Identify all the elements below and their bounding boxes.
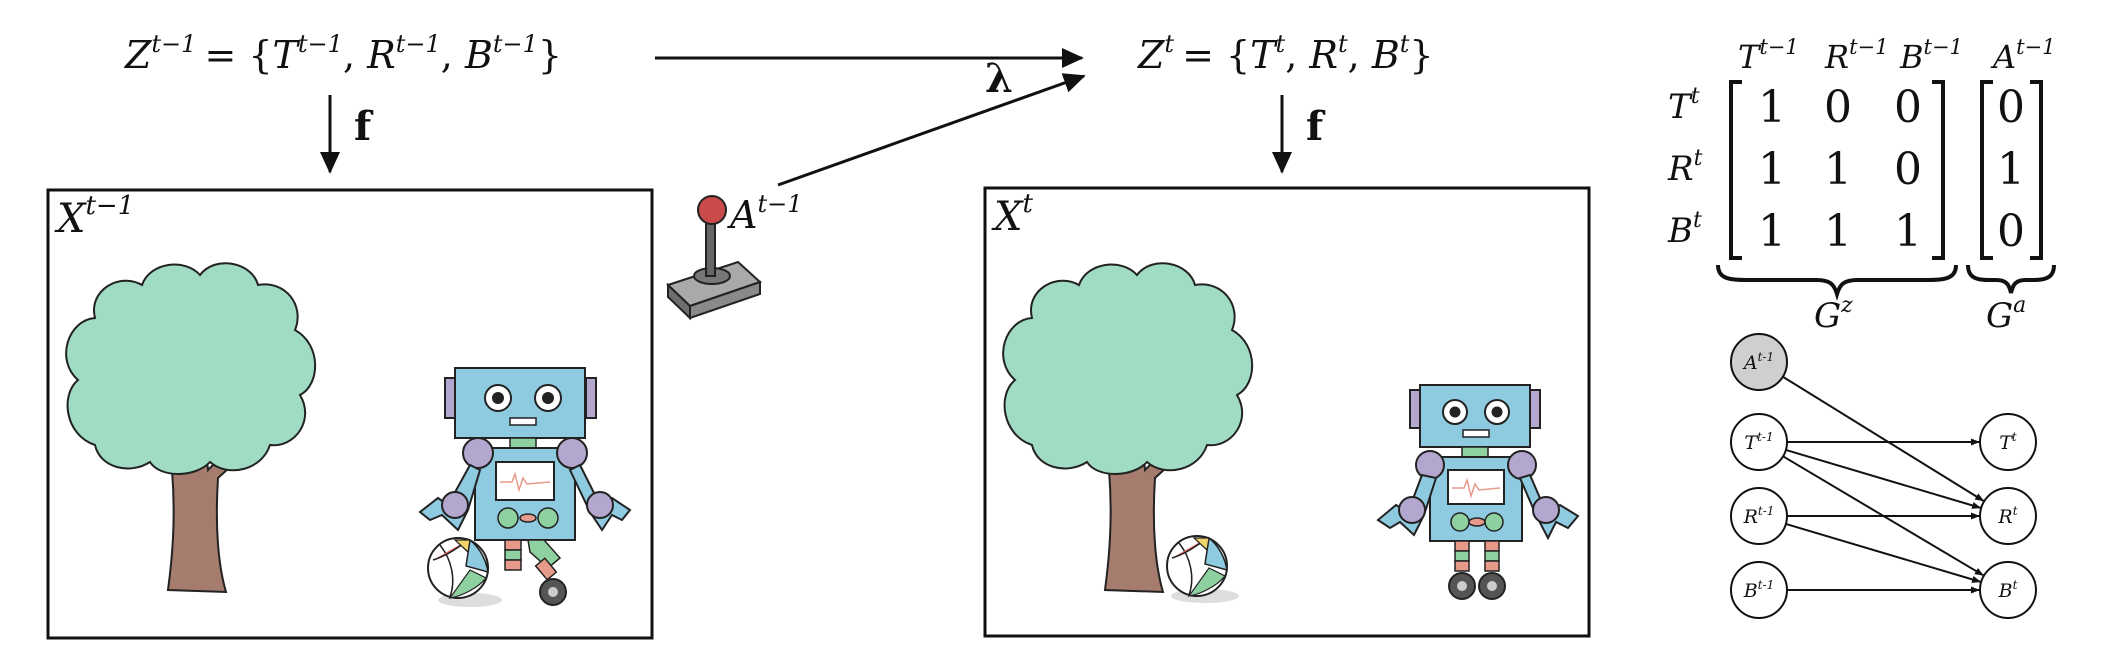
graph-node-B: Bt bbox=[1979, 561, 2037, 619]
lambda-label: λ bbox=[985, 55, 1013, 102]
row-header: Bt bbox=[1667, 208, 1702, 251]
graph-edges bbox=[1782, 375, 1985, 594]
equation-prev: Zt−1= {Tt−1, Rt−1, Bt−1} bbox=[124, 30, 562, 77]
joystick-icon bbox=[666, 195, 762, 321]
action-label: At−1 bbox=[727, 190, 802, 237]
gz-cell: 0 bbox=[1894, 144, 1922, 195]
ga-cell: 0 bbox=[1997, 206, 2025, 257]
tree-illustration bbox=[1002, 262, 1254, 594]
graph-node-label: At-1 bbox=[1742, 350, 1774, 374]
adjacency-matrix: Tt−1 Rt−1 Bt−1 At−1 Tt Rt Bt 1 0 0 1 1 0… bbox=[1667, 35, 2056, 336]
ball-illustration bbox=[1166, 535, 1239, 603]
frame-curr-label: Xt bbox=[991, 189, 1033, 240]
graph-node-label: Bt-1 bbox=[1743, 578, 1774, 602]
col-header: At−1 bbox=[1990, 35, 2056, 76]
graph-node-label: Tt bbox=[1999, 430, 2017, 454]
graph-edge-Tp-R bbox=[1785, 449, 1982, 509]
equation-curr: Zt= {Tt, Rt, Bt} bbox=[1137, 30, 1434, 77]
row-header: Rt bbox=[1667, 146, 1703, 189]
graph-edge-A-R bbox=[1782, 375, 1985, 502]
gz-bracket-left bbox=[1729, 80, 1742, 260]
gz-cell: 1 bbox=[1824, 206, 1852, 257]
gz-cell: 0 bbox=[1824, 82, 1852, 133]
f-label-left: f bbox=[354, 103, 374, 150]
graph-node-label: Bt bbox=[1998, 578, 2018, 602]
tree-illustration bbox=[65, 262, 317, 594]
frame-prev-label: Xt−1 bbox=[54, 191, 134, 242]
ga-bracket-right bbox=[2030, 80, 2043, 260]
ga-label: Ga bbox=[1986, 293, 2026, 336]
arrow-action-to-z bbox=[777, 73, 1086, 187]
gz-bracket-right bbox=[1932, 80, 1945, 260]
col-header: Tt−1 bbox=[1738, 35, 1799, 76]
graph-node-label: Tt-1 bbox=[1744, 430, 1773, 454]
gz-label: Gz bbox=[1814, 293, 1853, 336]
graph-node-label: Rt-1 bbox=[1743, 504, 1775, 528]
gz-cell: 1 bbox=[1894, 206, 1922, 257]
gz-cell: 1 bbox=[1758, 82, 1786, 133]
robot-illustration bbox=[1376, 384, 1580, 600]
col-header: Bt−1 bbox=[1899, 35, 1963, 76]
gz-cell: 1 bbox=[1824, 144, 1852, 195]
graph-node-T: Tt bbox=[1979, 413, 2037, 471]
ga-cell: 0 bbox=[1997, 82, 2025, 133]
ga-cell: 1 bbox=[1997, 144, 2025, 195]
graph-node-R: Rt bbox=[1979, 487, 2037, 545]
graph-node-Rp: Rt-1 bbox=[1730, 487, 1788, 545]
ball-illustration bbox=[427, 537, 502, 607]
ga-bracket-left bbox=[1980, 80, 1993, 260]
col-header: Rt−1 bbox=[1824, 35, 1889, 76]
graph-node-A: At-1 bbox=[1730, 333, 1788, 391]
robot-illustration bbox=[418, 367, 632, 606]
gz-cell: 1 bbox=[1758, 206, 1786, 257]
frame-prev: Xt−1 bbox=[46, 188, 654, 640]
ga-underbrace bbox=[1966, 264, 2056, 294]
frame-curr: Xt bbox=[983, 186, 1591, 638]
f-label-right: f bbox=[1306, 103, 1326, 150]
gz-cell: 0 bbox=[1894, 82, 1922, 133]
gz-underbrace bbox=[1716, 264, 1958, 301]
graph-node-label: Rt bbox=[1997, 504, 2017, 528]
gz-cell: 1 bbox=[1758, 144, 1786, 195]
graph-edge-Rp-B bbox=[1785, 523, 1982, 583]
graph-node-Bp: Bt-1 bbox=[1730, 561, 1788, 619]
graph-node-Tp: Tt-1 bbox=[1730, 413, 1788, 471]
row-header: Tt bbox=[1668, 84, 1700, 127]
